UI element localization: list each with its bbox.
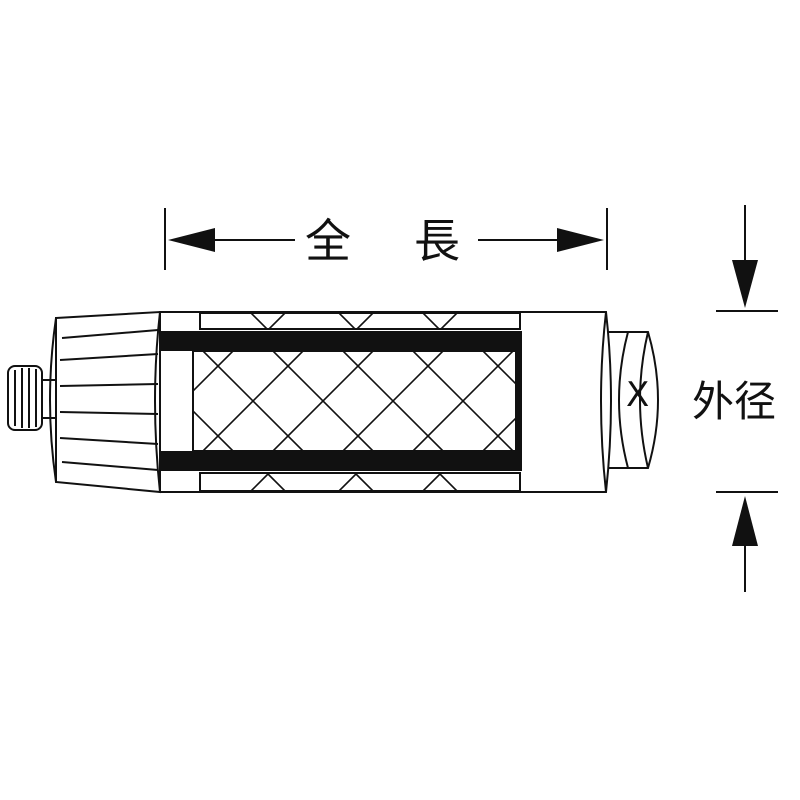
right-arrow-icon <box>557 228 604 252</box>
outer-diameter-label: 外径 <box>692 377 777 426</box>
upper-band <box>160 331 522 351</box>
threaded-stub <box>7 365 56 431</box>
cap-x-mark: X <box>626 375 650 415</box>
length-label-second-char: 長 <box>414 214 460 268</box>
tapered-cone <box>49 310 161 494</box>
length-label-first-char: 全 <box>305 214 351 268</box>
top-slot-pattern <box>249 312 459 330</box>
end-cap <box>608 331 659 469</box>
diameter-dimension <box>716 205 778 592</box>
length-dimension <box>164 208 608 270</box>
right-band-edge <box>516 331 522 471</box>
lower-band <box>160 451 522 471</box>
left-arrow-icon <box>168 228 215 252</box>
up-arrow-icon <box>732 496 758 546</box>
bottom-slot-pattern <box>249 473 459 492</box>
knurl-pattern <box>193 351 516 451</box>
down-arrow-icon <box>732 260 758 308</box>
